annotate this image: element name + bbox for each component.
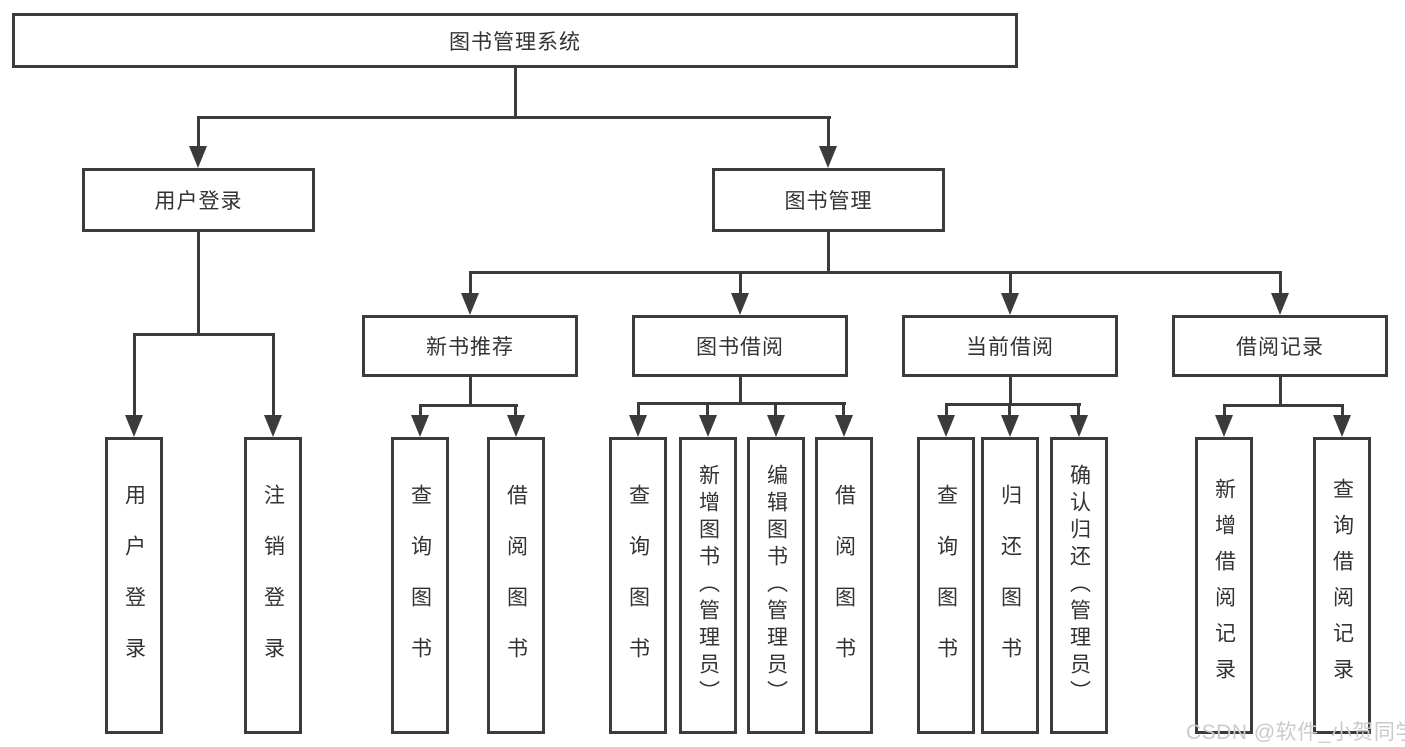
leaf-recommend-query-books: 查询图书 xyxy=(391,437,449,734)
arrow-down-icon xyxy=(699,415,717,437)
leaf-borrowing-add-books-admin: 新增图书（管理员） xyxy=(679,437,737,734)
connector-line xyxy=(197,116,831,119)
arrow-down-icon xyxy=(507,415,525,437)
leaf-user-login: 用户登录 xyxy=(105,437,163,734)
connector-line xyxy=(133,333,275,336)
arrow-down-icon xyxy=(264,415,282,437)
leaf-current-confirm-return-admin: 确认归还（管理员） xyxy=(1050,437,1108,734)
node-borrow-records: 借阅记录 xyxy=(1172,315,1388,377)
connector-line xyxy=(197,232,200,336)
connector-line xyxy=(706,402,709,418)
node-current-borrowing: 当前借阅 xyxy=(902,315,1118,377)
connector-line xyxy=(1077,403,1080,418)
leaf-records-query-borrow-record: 查询借阅记录 xyxy=(1313,437,1371,734)
arrow-down-icon xyxy=(1333,415,1351,437)
arrow-down-icon xyxy=(835,415,853,437)
connector-line xyxy=(1279,377,1282,407)
connector-line xyxy=(842,402,845,418)
connector-line xyxy=(469,377,472,407)
connector-line xyxy=(419,404,518,407)
connector-line xyxy=(1341,404,1344,418)
arrow-down-icon xyxy=(767,415,785,437)
leaf-borrowing-query-books: 查询图书 xyxy=(609,437,667,734)
leaf-borrowing-borrow-books: 借阅图书 xyxy=(815,437,873,734)
arrow-down-icon xyxy=(1001,415,1019,437)
connector-line xyxy=(272,333,275,419)
connector-line xyxy=(469,271,1282,274)
leaf-borrowing-edit-books-admin: 编辑图书（管理员） xyxy=(747,437,805,734)
arrow-down-icon xyxy=(461,293,479,315)
leaf-recommend-borrow-books: 借阅图书 xyxy=(487,437,545,734)
node-book-management: 图书管理 xyxy=(712,168,945,232)
connector-line xyxy=(739,377,742,405)
arrow-down-icon xyxy=(819,146,837,168)
arrow-down-icon xyxy=(1070,415,1088,437)
connector-line xyxy=(419,404,422,418)
node-book-borrowing: 图书借阅 xyxy=(632,315,848,377)
arrow-down-icon xyxy=(125,415,143,437)
arrow-down-icon xyxy=(731,293,749,315)
arrow-down-icon xyxy=(1001,293,1019,315)
connector-line xyxy=(1009,271,1012,297)
arrow-down-icon xyxy=(937,415,955,437)
arrow-down-icon xyxy=(189,146,207,168)
connector-line xyxy=(945,403,948,418)
connector-line xyxy=(514,68,517,119)
connector-line xyxy=(197,116,200,150)
arrow-down-icon xyxy=(1271,293,1289,315)
leaf-current-return-books: 归还图书 xyxy=(981,437,1039,734)
arrow-down-icon xyxy=(629,415,647,437)
connector-line xyxy=(827,232,830,274)
node-user-login: 用户登录 xyxy=(82,168,315,232)
connector-line xyxy=(514,404,517,418)
connector-line xyxy=(774,402,777,418)
connector-line xyxy=(945,403,1081,406)
connector-line xyxy=(469,271,472,297)
connector-line xyxy=(637,402,846,405)
leaf-logout: 注销登录 xyxy=(244,437,302,734)
leaf-records-add-borrow-record: 新增借阅记录 xyxy=(1195,437,1253,734)
connector-line xyxy=(1223,404,1344,407)
node-library-management-system: 图书管理系统 xyxy=(12,13,1018,68)
connector-line xyxy=(1223,404,1226,418)
arrow-down-icon xyxy=(411,415,429,437)
connector-line xyxy=(1008,403,1011,418)
node-new-book-recommend: 新书推荐 xyxy=(362,315,578,377)
connector-line xyxy=(1009,377,1012,406)
arrow-down-icon xyxy=(1215,415,1233,437)
connector-line xyxy=(1279,271,1282,297)
leaf-current-query-books: 查询图书 xyxy=(917,437,975,734)
csdn-watermark: CSDN @软件_小贺同学 xyxy=(1186,721,1405,744)
connector-line xyxy=(637,402,640,418)
connector-line xyxy=(739,271,742,297)
connector-line xyxy=(133,333,136,419)
connector-line xyxy=(827,116,830,150)
